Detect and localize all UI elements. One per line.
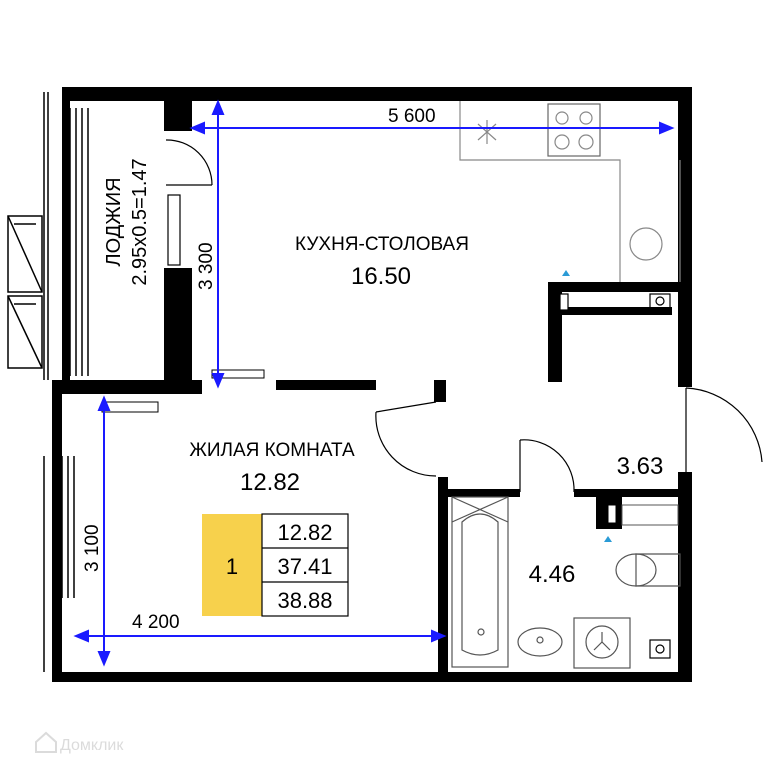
summary-total-area: 37.41: [277, 554, 332, 579]
doors: [165, 139, 763, 493]
loggia-formula: 2.95x0.5=1.47: [129, 158, 151, 285]
walls: [52, 87, 692, 682]
kitchen-area: 16.50: [351, 263, 411, 290]
loggia-name: ЛОДЖИЯ: [103, 177, 125, 266]
kitchen-fixtures: [459, 101, 681, 311]
bath-area: 4.46: [529, 561, 576, 588]
summary-total-with-loggia: 38.88: [277, 588, 332, 613]
kitchen-width-label: 5 600: [388, 106, 436, 127]
window-frames: [7, 92, 89, 672]
living-area: 12.82: [240, 469, 300, 496]
dimension-lines: [73, 99, 675, 667]
kitchen-name: КУХНЯ-СТОЛОВАЯ: [295, 234, 469, 255]
area-summary: 1 12.82 37.41 38.88: [202, 513, 349, 617]
hall-niche: [607, 504, 679, 526]
watermark-text: Домклик: [60, 737, 124, 754]
living-height-label: 3 100: [82, 524, 103, 572]
living-width-label: 4 200: [132, 612, 180, 633]
summary-rooms-count: 1: [226, 554, 238, 579]
hall-area: 3.63: [617, 453, 664, 480]
kitchen-height-label: 3 300: [196, 242, 217, 290]
watermark: Домклик: [35, 731, 124, 754]
summary-living-area: 12.82: [277, 520, 332, 545]
living-name: ЖИЛАЯ КОМНАТА: [189, 440, 355, 461]
markers: [562, 270, 612, 542]
house-icon: [35, 731, 57, 753]
bathroom-fixtures: [451, 496, 681, 669]
